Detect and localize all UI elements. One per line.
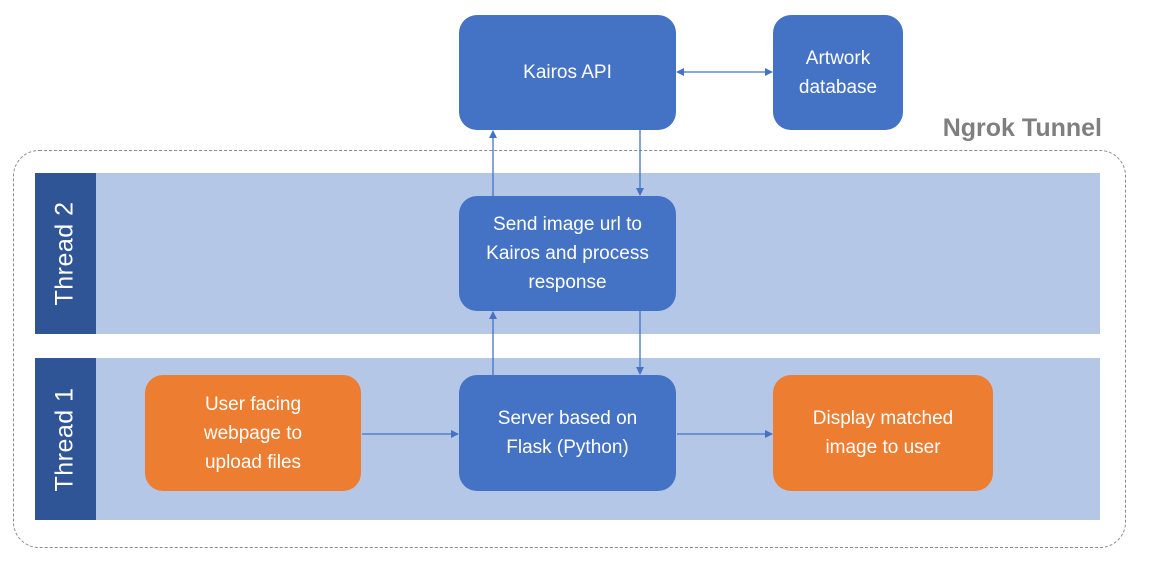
node-flask-server: Server based on Flask (Python) — [459, 375, 676, 491]
node-flask-server-label: Server based on Flask (Python) — [497, 408, 638, 458]
node-display-matched-image: Display matched image to user — [773, 375, 993, 491]
node-display-matched-image-label: Display matched image to user — [812, 408, 954, 458]
node-user-facing-webpage: User facing webpage to upload files — [145, 375, 361, 491]
ngrok-tunnel-boundary — [13, 150, 1126, 548]
lane-label-thread-2: Thread 2 — [51, 201, 79, 306]
ngrok-tunnel-label: Ngrok Tunnel — [942, 114, 1102, 142]
lane-label-thread-1: Thread 1 — [51, 386, 79, 492]
node-kairos-api: Kairos API — [459, 15, 676, 130]
lane-header-thread-2: Thread 2 — [35, 173, 96, 334]
node-kairos-api-label: Kairos API — [523, 62, 612, 83]
lane-header-thread-1: Thread 1 — [35, 358, 96, 520]
node-user-facing-webpage-label: User facing webpage to upload files — [203, 393, 303, 473]
node-send-image-url: Send image url to Kairos and process res… — [459, 196, 676, 311]
node-send-image-url-label: Send image url to Kairos and process res… — [486, 214, 649, 293]
node-artwork-database-label: Artwork database — [798, 47, 878, 98]
node-artwork-database: Artwork database — [773, 15, 903, 130]
